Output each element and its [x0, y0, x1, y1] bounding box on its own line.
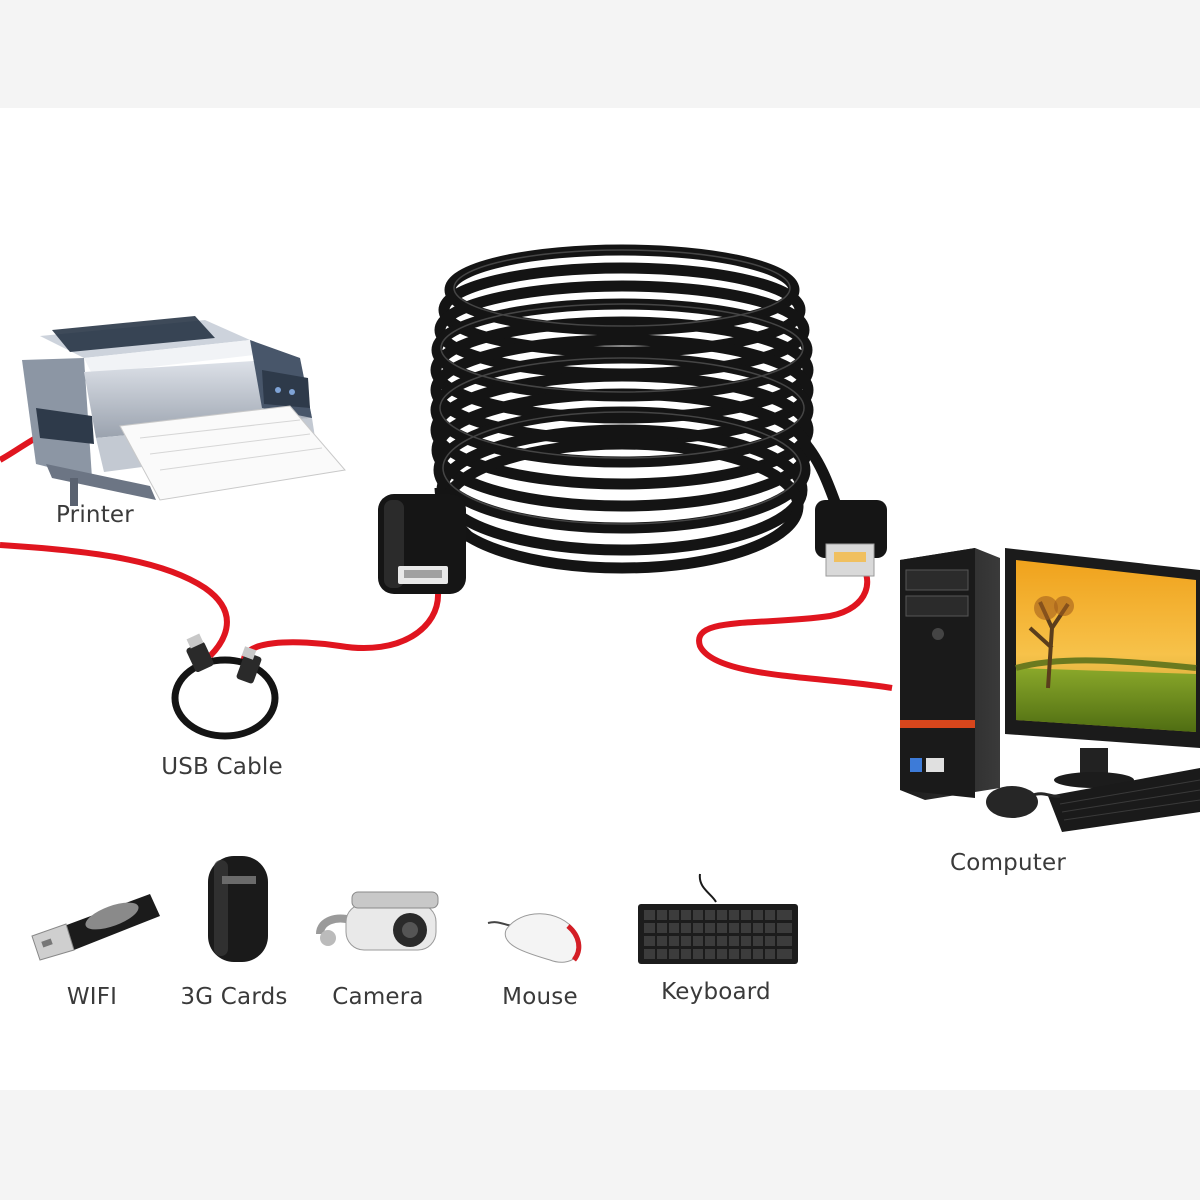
label-wifi: WIFI	[66, 984, 118, 1010]
diagram-canvas: Printer USB Cable Computer WIFI 3G Cards…	[0, 108, 1200, 1090]
security-camera-icon	[316, 891, 439, 951]
3g-card-icon	[208, 856, 268, 962]
coiled-extension-cable	[430, 244, 814, 574]
label-printer: Printer	[56, 502, 134, 528]
usb-male-plug	[815, 500, 887, 577]
label-camera: Camera	[332, 984, 424, 1010]
keyboard-icon	[638, 873, 798, 964]
printer-illustration	[22, 316, 346, 506]
usb-female-extender-head	[378, 494, 466, 594]
red-cable-extender-to-computer	[696, 557, 893, 691]
coil-highlights	[439, 249, 805, 525]
computer-illustration	[900, 548, 1200, 832]
wifi-dongle-icon	[31, 894, 160, 961]
red-cable-usb-to-extender	[241, 591, 442, 668]
label-mouse: Mouse	[502, 984, 578, 1010]
usb-cable-illustration	[171, 633, 279, 740]
label-computer: Computer	[950, 850, 1066, 876]
label-3g-cards: 3G Cards	[180, 984, 288, 1010]
label-usb-cable: USB Cable	[161, 754, 283, 780]
label-keyboard: Keyboard	[661, 979, 771, 1005]
connection-diagram	[0, 244, 1200, 964]
mouse-icon	[487, 913, 582, 963]
